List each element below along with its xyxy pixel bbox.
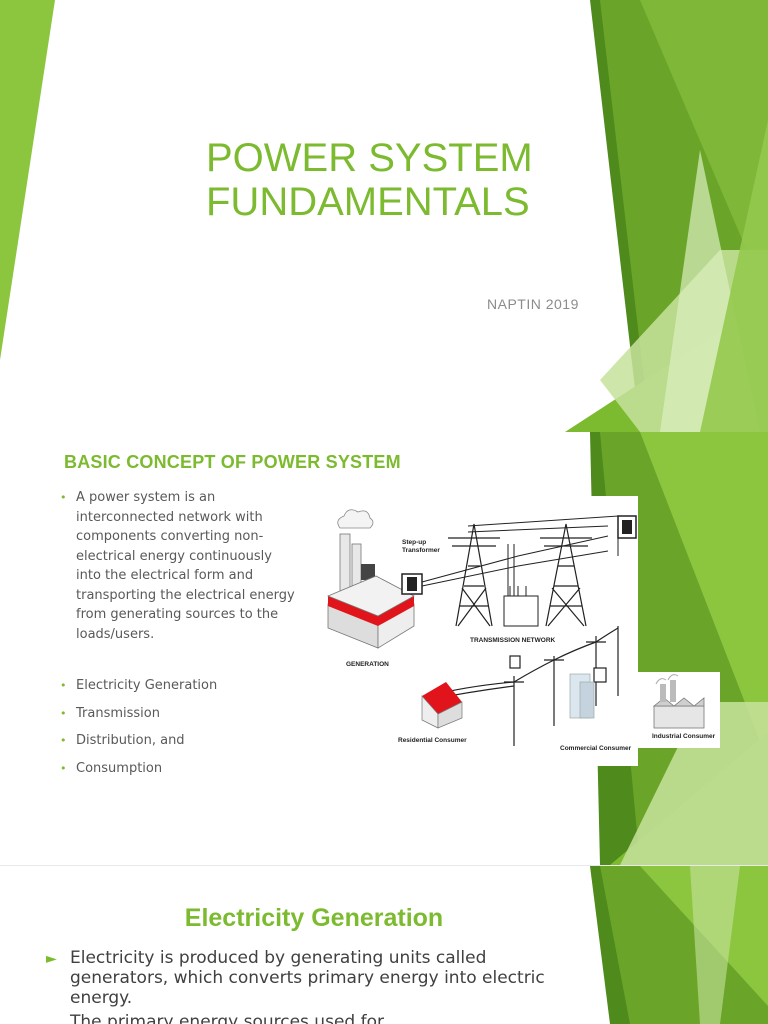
- bullet-dot-icon: •: [60, 679, 67, 692]
- commercial-building-icon: [569, 673, 595, 719]
- slide-heading: BASIC CONCEPT OF POWER SYSTEM: [64, 452, 401, 472]
- title-line-1: POWER SYSTEM: [206, 136, 533, 180]
- description-bullet: • A power system is an interconnected ne…: [58, 488, 298, 644]
- power-system-diagram: GENERATION Step-up Transformer TRANSMISS…: [318, 496, 638, 766]
- list-item: • Transmission: [58, 704, 217, 732]
- slide-title: POWER SYSTEM FUNDAMENTALS NAPTIN 2019: [0, 0, 768, 432]
- paragraph-text: Electricity is produced by generating un…: [70, 948, 545, 1008]
- label-step-up-1: Step-up: [402, 539, 426, 546]
- triangle-bullet-icon: ►: [46, 951, 57, 967]
- house-icon: [421, 682, 463, 729]
- page-title: POWER SYSTEM FUNDAMENTALS: [206, 136, 586, 224]
- bullet-dot-icon: •: [60, 734, 67, 747]
- list-item-text: Distribution, and: [76, 733, 185, 748]
- slide-heading: Electricity Generation: [184, 904, 444, 932]
- subtitle: NAPTIN 2019: [487, 296, 579, 312]
- slide-decoration: [0, 0, 768, 432]
- slide-decoration: [590, 432, 768, 865]
- industrial-consumer: Industrial Consumer: [638, 672, 720, 748]
- bullet-dot-icon: •: [60, 491, 67, 504]
- title-line-2: FUNDAMENTALS: [206, 180, 530, 224]
- bullet-list: • Electricity Generation • Transmission • D…: [58, 676, 217, 786]
- label-step-up-2: Transformer: [402, 547, 440, 554]
- list-item-text: Consumption: [76, 760, 163, 776]
- label-transmission: TRANSMISSION NETWORK: [470, 637, 556, 644]
- label-residential: Residential Consumer: [398, 737, 467, 744]
- description-text: A power system is an interconnected netw…: [76, 490, 295, 642]
- list-item-text: Transmission: [76, 705, 160, 721]
- list-item: • Distribution, and: [58, 731, 217, 759]
- paragraph-partial: The primary energy sources used for: [70, 1012, 384, 1024]
- list-item: • Electricity Generation: [58, 676, 217, 704]
- bullet-dot-icon: •: [60, 706, 67, 720]
- power-plant-icon: [326, 509, 415, 649]
- factory-icon: [652, 674, 705, 729]
- paragraph-bullet: ► Electricity is produced by generating …: [46, 948, 568, 1008]
- slide-electricity-generation: Electricity Generation ► Electricity is …: [0, 866, 768, 1024]
- list-item-text: Electricity Generation: [76, 678, 218, 693]
- list-item: • Consumption: [58, 759, 217, 787]
- bullet-dot-icon: •: [60, 761, 67, 775]
- transmission-tower-icon: [448, 523, 592, 627]
- label-generation: GENERATION: [346, 661, 389, 668]
- slide-basic-concept: BASIC CONCEPT OF POWER SYSTEM • A power …: [0, 432, 768, 865]
- slide-decoration: [590, 866, 768, 1024]
- label-commercial: Commercial Consumer: [560, 745, 632, 752]
- label-industrial: Industrial Consumer: [652, 733, 716, 740]
